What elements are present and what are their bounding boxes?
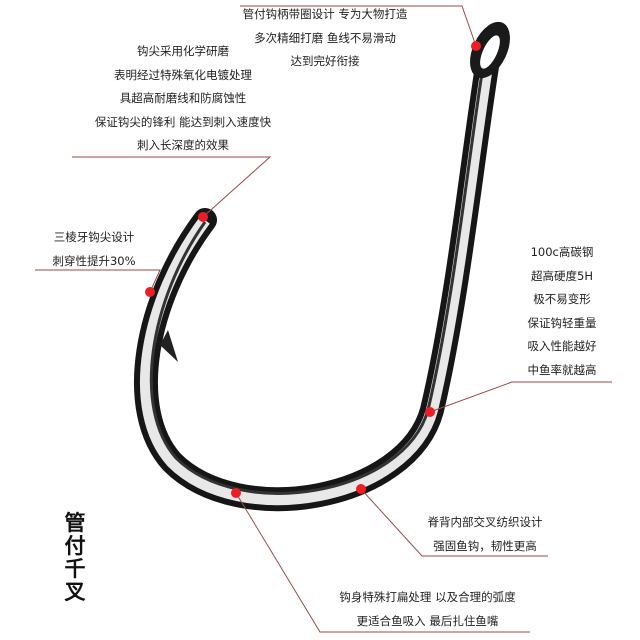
annotation-line: 极不易变形: [533, 292, 591, 306]
annotation-line: 保证钩轻重量: [527, 315, 597, 330]
annotation-line: 吸入性能越好: [527, 339, 597, 353]
marker-dots: [145, 41, 481, 498]
annotation-line: 更适合鱼吸入 最后扎住鱼嘴: [356, 613, 499, 628]
annotation-line: 钩身特殊打扁处理 以及合理的弧度: [339, 590, 516, 604]
annotation-line: 刺穿性提升30%: [52, 253, 136, 268]
annotation-line: 达到完好衔接: [290, 54, 360, 68]
annotation-line: 超高硬度5H: [531, 268, 593, 283]
annotation-line: 具超高耐磨线和防腐蚀性: [119, 91, 247, 105]
steel-annotation: 100c高碳钢 超高硬度5H 极不易变形 保证钩轻重量 吸入性能越好 中鱼率就越…: [510, 241, 614, 382]
annotation-line: 脊背内部交叉纺织设计: [427, 515, 543, 529]
brand-logo: 管付千叉: [64, 511, 86, 604]
annotation-line: 保证钩尖的锋利 能达到刺入速度快: [94, 114, 272, 129]
annotation-line: 强固鱼钩，韧性更高: [433, 538, 537, 553]
annotation-line: 表明经过特殊氧化电镀处理: [114, 67, 252, 82]
fishing-hook: [134, 21, 510, 512]
annotation-line: 钩尖采用化学研磨: [137, 44, 229, 58]
annotation-line: 多次精细打磨 鱼线不易滑动: [254, 30, 396, 45]
eye-annotation: 管付钩柄带圈设计 专为大物打造 多次精细打磨 鱼线不易滑动 达到完好衔接: [225, 3, 425, 74]
annotation-line: 100c高碳钢: [530, 245, 594, 259]
barb-annotation: 三棱牙钩尖设计 刺穿性提升30%: [34, 226, 154, 273]
spine-annotation: 脊背内部交叉纺织设计 强固鱼钩，韧性更高: [415, 511, 555, 558]
annotation-line: 管付钩柄带圈设计 专为大物打造: [242, 7, 408, 21]
annotation-line: 刺入长深度的效果: [137, 138, 229, 152]
leader-lines: [35, 5, 612, 633]
tip-annotation: 钩尖采用化学研磨 表明经过特殊氧化电镀处理 具超高耐磨线和防腐蚀性 保证钩尖的锋…: [73, 40, 293, 158]
annotation-line: 三棱牙钩尖设计: [53, 230, 135, 244]
annotation-line: 中鱼率就越高: [527, 362, 597, 377]
body-annotation: 钩身特殊打扁处理 以及合理的弧度 更适合鱼吸入 最后扎住鱼嘴: [320, 586, 535, 633]
